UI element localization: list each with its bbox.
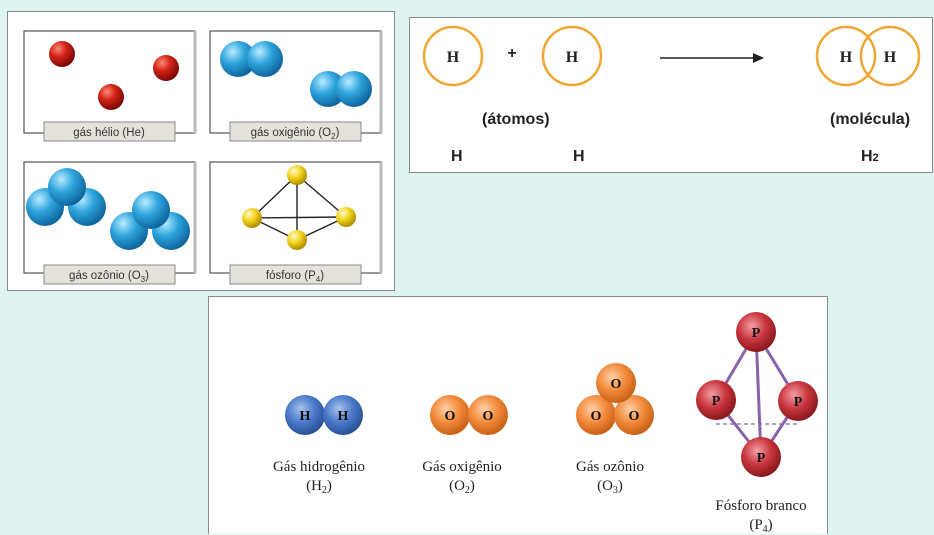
oxygen-atom [310, 71, 346, 107]
left-formula: H [451, 148, 463, 165]
atom-symbol: H [566, 49, 579, 66]
middle-formula: H [573, 148, 585, 165]
atom-symbol: H [300, 409, 311, 424]
atom-symbol: O [483, 409, 494, 424]
molecule-atom-ring [859, 25, 921, 87]
oxygen-label: gás oxigênio (O2) [251, 127, 340, 141]
helium-atom [153, 55, 179, 81]
hydrogen-name: Gás hidrogênio [273, 459, 365, 475]
ozone-caption: gás ozônio (O3) [43, 264, 176, 285]
phosphorus-atom [287, 165, 307, 185]
atom-symbol: O [611, 377, 622, 392]
molecule-caption: (molécula) [830, 111, 910, 128]
atoms-caption: (átomos) [482, 111, 550, 128]
ozone-formula: (O3) [597, 478, 623, 496]
white-phosphorus-molecule: P P P P [696, 312, 818, 477]
oxygen-card [209, 30, 383, 134]
ozone-atom [48, 168, 86, 206]
phosphorus-atom [336, 207, 356, 227]
helium-label: gás hélio (He) [73, 127, 145, 139]
phosphorus-atom [242, 208, 262, 228]
helium-card [23, 30, 197, 134]
molecules-figure: H H O O O O O [273, 312, 818, 535]
phosphorus-atom [287, 230, 307, 250]
atom-symbol: O [445, 409, 456, 424]
helium-caption: gás hélio (He) [43, 121, 176, 142]
atom-symbol: P [794, 395, 803, 410]
ozone-molecule: O O O [576, 363, 654, 435]
oxygen-atom [220, 41, 256, 77]
hydrogen-formula: (H2) [306, 478, 332, 496]
phosphorus-caption: fósforo (P4) [229, 264, 362, 285]
atom-symbol: H [447, 49, 460, 66]
plus-sign: + [507, 45, 516, 62]
oxygen-caption: gás oxigênio (O2) [229, 121, 362, 142]
molecule-atom-ring [815, 25, 877, 87]
hydrogen-atom-ring [541, 25, 603, 87]
oxygen-atom [247, 41, 283, 77]
reaction-arrow [660, 53, 764, 63]
atom-symbol: O [591, 409, 602, 424]
hydrogen-molecule: H H [285, 395, 363, 435]
molecule-formula: H2 [861, 148, 879, 165]
atom-symbol: O [629, 409, 640, 424]
atom-symbol: P [712, 394, 721, 409]
oxygen-formula: (O2) [449, 478, 475, 496]
white-phosphorus-name: Fósforo branco [715, 498, 806, 514]
oxygen-name: Gás oxigênio [422, 459, 502, 475]
ozone-label: gás ozônio (O3) [69, 270, 149, 284]
ozone-atom [132, 191, 170, 229]
atom-symbol: P [752, 326, 761, 341]
ozone-card [23, 161, 197, 274]
atom-symbol: H [338, 409, 349, 424]
atom-symbol: H [840, 49, 853, 66]
phosphorus-card [209, 161, 383, 274]
white-phosphorus-formula: (P4) [749, 517, 772, 535]
atom-symbol: P [757, 451, 766, 466]
allotropes-figure-panel: gás hélio (He) gás oxigênio (O2) gás ozô… [7, 11, 395, 291]
ozone-name: Gás ozônio [576, 459, 644, 475]
hydrogen-atom-ring [422, 25, 484, 87]
helium-atom [98, 84, 124, 110]
hydrogen-reaction-panel: H H H H + (átomos) (molécula) H H H2 [409, 17, 933, 173]
molecules-figure-panel: H H O O O O O [208, 296, 828, 535]
oxygen-atom [336, 71, 372, 107]
hydrogen-reaction-diagram: H H H H + (átomos) (molécula) H H H2 [422, 25, 921, 165]
oxygen-molecule: O O [430, 395, 508, 435]
phosphorus-label: fósforo (P4) [266, 270, 324, 284]
helium-atom [49, 41, 75, 67]
atom-symbol: H [884, 49, 897, 66]
allotropes-figure: gás hélio (He) gás oxigênio (O2) gás ozô… [23, 30, 383, 285]
